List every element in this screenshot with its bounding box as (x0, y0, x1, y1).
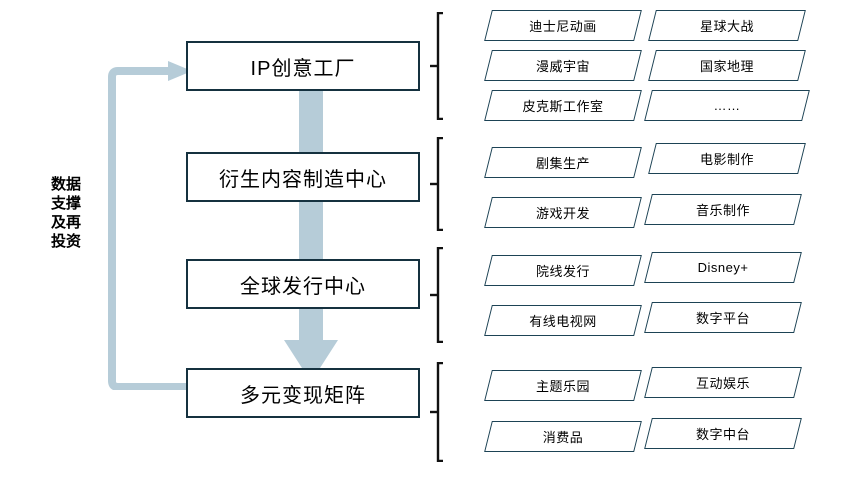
feedback-loop-label: 数据 支撑 及再 投资 (50, 176, 81, 250)
chip-label: 星球大战 (699, 19, 754, 34)
chip-label: Disney+ (697, 260, 749, 275)
stage-4-item-1[interactable]: 主题乐园 (484, 370, 642, 401)
chip-label: 游戏开发 (535, 206, 590, 221)
stage-4-item-2[interactable]: 互动娱乐 (644, 367, 802, 398)
stage-box-2[interactable]: 衍生内容制造中心 (186, 152, 420, 202)
stage-1-item-2[interactable]: 星球大战 (648, 10, 806, 41)
chip-label: 音乐制作 (695, 203, 750, 218)
stage-3-item-1[interactable]: 院线发行 (484, 255, 642, 286)
stage-3-item-3[interactable]: 有线电视网 (484, 305, 642, 336)
chip-label: 有线电视网 (529, 314, 597, 329)
stage-bracket-1 (430, 12, 450, 120)
stage-1-item-5[interactable]: 皮克斯工作室 (484, 90, 642, 121)
stage-2-item-3[interactable]: 游戏开发 (484, 197, 642, 228)
stage-1-item-4[interactable]: 国家地理 (648, 50, 806, 81)
stage-3-item-4[interactable]: 数字平台 (644, 302, 802, 333)
chip-label: 剧集生产 (535, 156, 590, 171)
chip-label: 国家地理 (699, 59, 754, 74)
chip-label: …… (713, 98, 741, 113)
chip-label: 皮克斯工作室 (522, 99, 604, 114)
chip-label: 消费品 (542, 430, 584, 445)
stage-bracket-4 (430, 362, 450, 462)
chip-label: 漫威宇宙 (535, 59, 590, 74)
feedback-loop-arrow (104, 57, 196, 390)
stage-box-1[interactable]: IP创意工厂 (186, 41, 420, 91)
main-flow-arrow (281, 90, 341, 385)
chip-label: 迪士尼动画 (529, 19, 597, 34)
stage-2-item-4[interactable]: 音乐制作 (644, 194, 802, 225)
stage-bracket-2 (430, 137, 450, 231)
stage-box-4[interactable]: 多元变现矩阵 (186, 368, 420, 418)
stage-2-item-2[interactable]: 电影制作 (648, 143, 806, 174)
stage-3-item-2[interactable]: Disney+ (644, 252, 802, 283)
stage-1-item-1[interactable]: 迪士尼动画 (484, 10, 642, 41)
chip-label: 数字中台 (695, 427, 750, 442)
chip-label: 电影制作 (699, 152, 754, 167)
chip-label: 主题乐园 (535, 379, 590, 394)
stage-4-item-3[interactable]: 消费品 (484, 421, 642, 452)
chip-label: 院线发行 (535, 264, 590, 279)
stage-1-item-6[interactable]: …… (644, 90, 810, 121)
chip-label: 互动娱乐 (695, 376, 750, 391)
stage-2-item-1[interactable]: 剧集生产 (484, 147, 642, 178)
stage-4-item-4[interactable]: 数字中台 (644, 418, 802, 449)
stage-1-item-3[interactable]: 漫威宇宙 (484, 50, 642, 81)
chip-label: 数字平台 (695, 311, 750, 326)
stage-box-3[interactable]: 全球发行中心 (186, 259, 420, 309)
stage-bracket-3 (430, 247, 450, 343)
